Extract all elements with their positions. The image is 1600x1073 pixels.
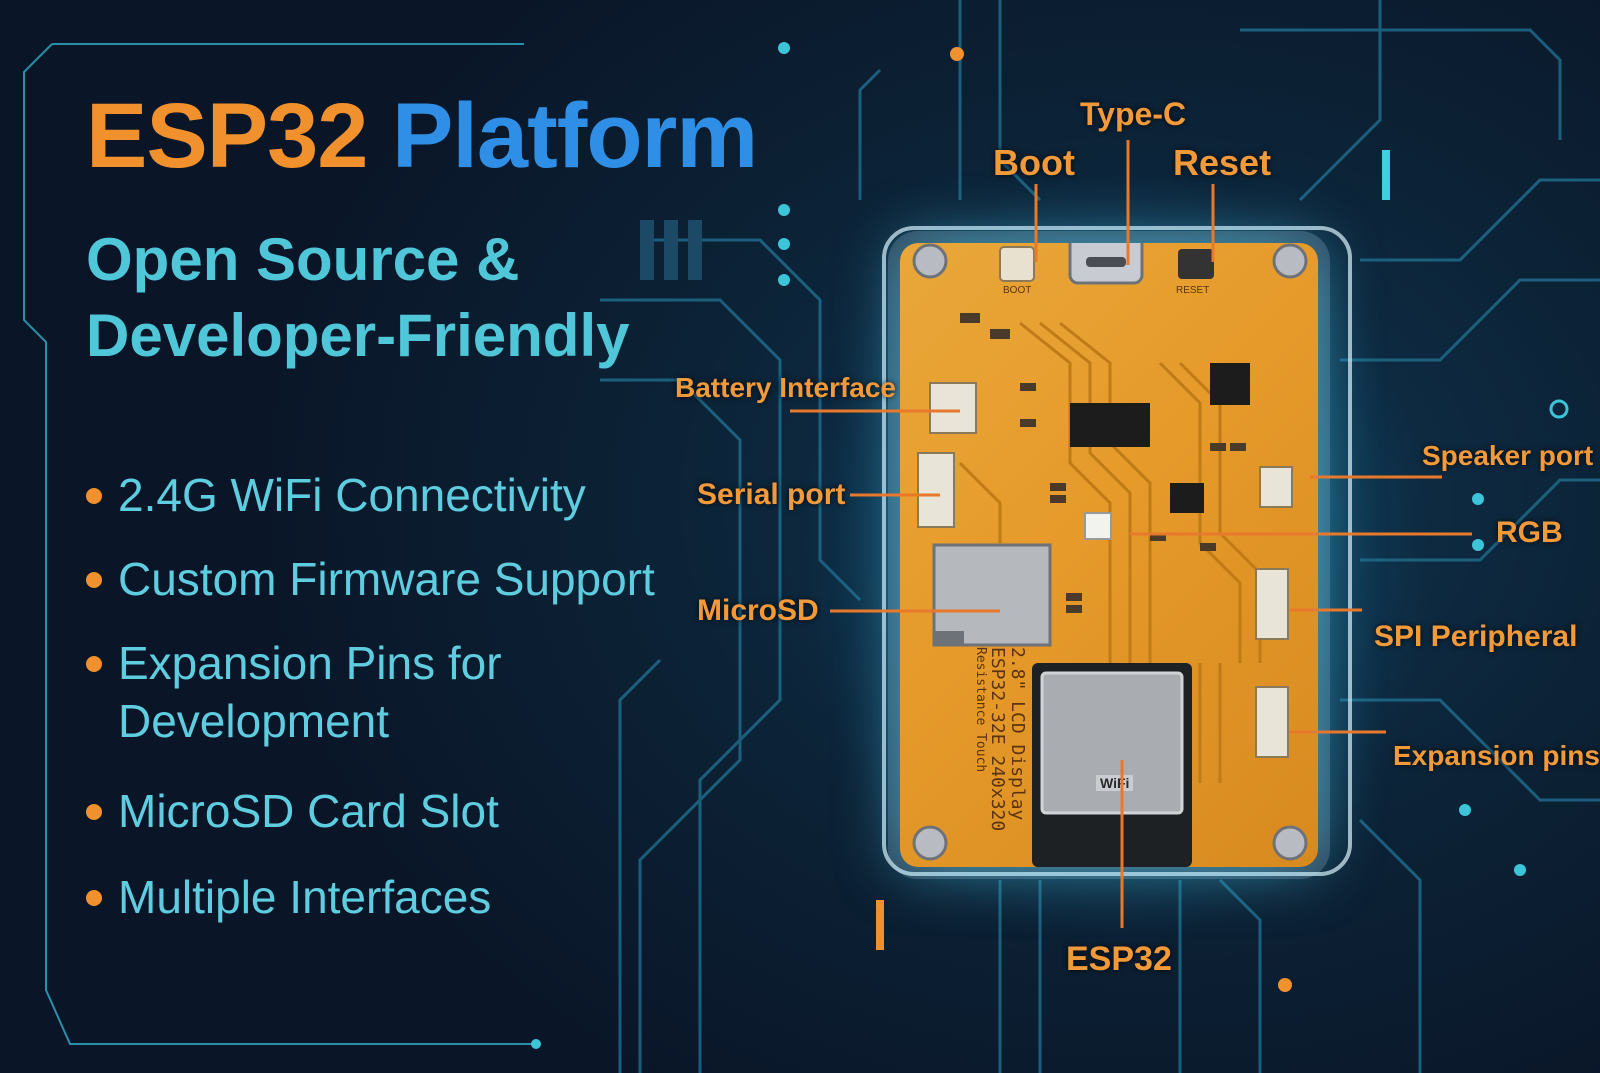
subtitle: Open Source & Developer-Friendly bbox=[86, 226, 630, 369]
bullet-icon bbox=[86, 488, 102, 504]
acrylic-case bbox=[882, 226, 1352, 876]
boot-silkscreen: BOOT bbox=[1003, 285, 1032, 296]
callout-microsd: MicroSD bbox=[697, 594, 819, 627]
reset-silkscreen: RESET bbox=[1176, 285, 1210, 296]
feature-text: MicroSD Card Slot bbox=[118, 785, 499, 837]
feature-item: Custom Firmware Support bbox=[86, 550, 718, 608]
feature-text: Custom Firmware Support bbox=[118, 553, 655, 605]
bullet-icon bbox=[86, 572, 102, 588]
feature-item: Multiple Interfaces bbox=[86, 868, 718, 926]
callout-speaker: Speaker port bbox=[1422, 440, 1594, 471]
page-title: ESP32 Platform bbox=[86, 84, 758, 189]
title-platform: Platform bbox=[391, 85, 758, 187]
pcb-traces bbox=[912, 243, 1308, 867]
callout-rgb: RGB bbox=[1496, 516, 1563, 549]
title-esp32: ESP32 bbox=[86, 85, 368, 187]
feature-item: MicroSD Card Slot bbox=[86, 782, 718, 840]
feature-item: 2.4G WiFi Connectivity bbox=[86, 466, 718, 524]
pcb-board: BOOT RESET WiFi 2.8" LCD Display ESP32-3… bbox=[900, 243, 1318, 867]
callout-battery: Battery Interface bbox=[675, 372, 896, 403]
feature-item: Expansion Pins for Development bbox=[86, 634, 538, 750]
feature-text: Multiple Interfaces bbox=[118, 871, 492, 923]
callout-esp32: ESP32 bbox=[1066, 940, 1172, 978]
bullet-icon bbox=[86, 804, 102, 820]
feature-text: 2.4G WiFi Connectivity bbox=[118, 469, 586, 521]
callout-reset: Reset bbox=[1173, 142, 1272, 183]
bullet-icon bbox=[86, 890, 102, 906]
callout-serial: Serial port bbox=[697, 478, 846, 511]
callout-boot: Boot bbox=[993, 142, 1075, 183]
bullet-icon bbox=[86, 656, 102, 672]
callout-expansion: Expansion pins bbox=[1393, 740, 1600, 771]
feature-text: Expansion Pins for Development bbox=[118, 637, 502, 747]
callout-type-c: Type-C bbox=[1080, 96, 1187, 132]
callout-spi: SPI Peripheral bbox=[1374, 620, 1578, 653]
